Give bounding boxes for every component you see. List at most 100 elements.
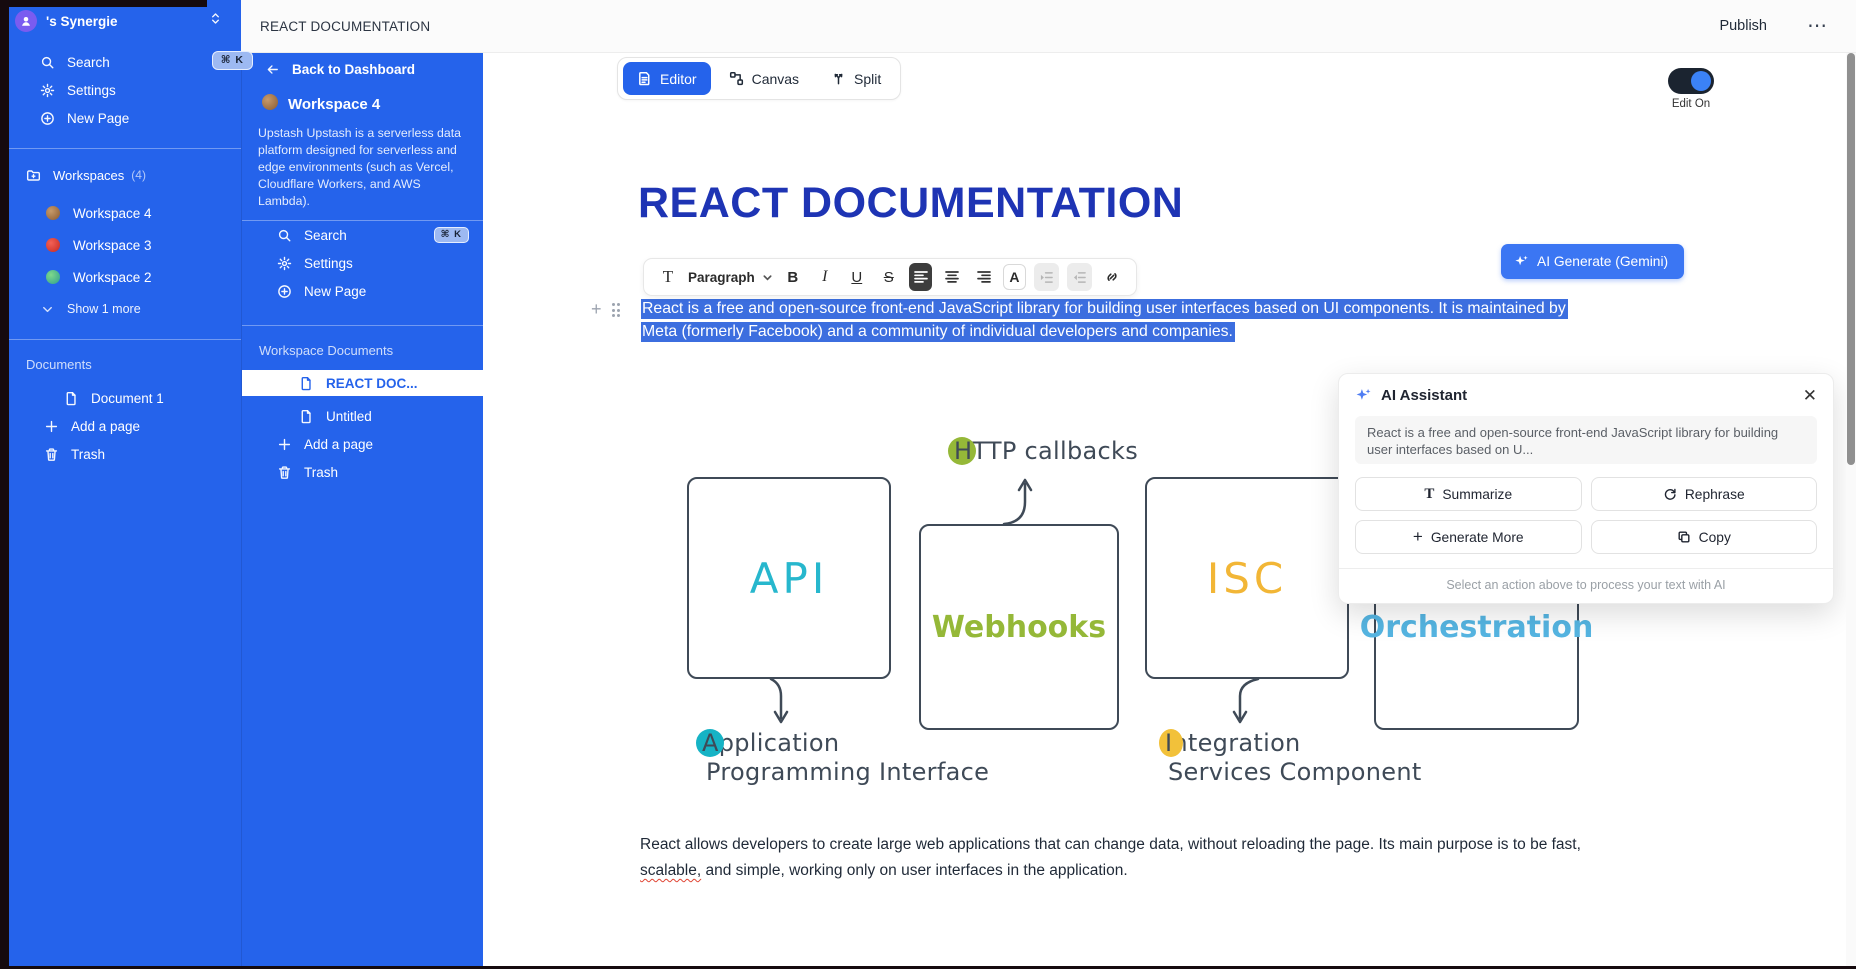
file-icon [298,408,314,424]
align-center-button[interactable] [940,263,964,291]
search-label: Search [304,227,347,243]
workspace-name: Workspace 4 [288,95,381,113]
settings-label: Settings [304,255,353,271]
back-arrow-icon [264,61,280,77]
edit-mode-label: Edit On [1671,98,1711,110]
rephrase-button[interactable]: Rephrase [1590,477,1817,511]
close-icon[interactable]: ✕ [1802,385,1817,405]
tab-split[interactable]: Split [817,62,895,95]
diagram-box-webhooks: Webhooks [919,524,1119,730]
selected-paragraph[interactable]: React is a free and open-source front-en… [641,297,1771,343]
align-right-button[interactable] [972,263,996,291]
text-color-button[interactable]: A [1003,264,1026,290]
add-page-button[interactable]: Add a page [9,412,241,440]
generate-more-button[interactable]: + Generate More [1355,520,1582,554]
search-shortcut-badge: ⌘ K [211,51,253,70]
sidebar-item-react-doc[interactable]: REACT DOC... [242,370,483,396]
sidebar-item-workspace-3[interactable]: Workspace 3 [9,229,241,261]
ai-assistant-title: AI Assistant [1381,387,1468,404]
drag-handle[interactable] [611,303,620,318]
add-page-label: Add a page [304,436,374,452]
plus-circle-icon [276,283,292,299]
copy-label: Copy [1698,529,1731,545]
add-block-button[interactable]: + [591,299,602,319]
sidebar-item-search[interactable]: Search ⌘ K [242,221,483,249]
diagram-label-api: API [749,553,829,603]
sidebar-item-new-page[interactable]: New Page [9,104,241,132]
divider [9,339,241,340]
workspace-label: Workspace 4 [73,205,152,221]
trash-label: Trash [304,464,339,480]
tab-split-label: Split [854,70,882,87]
tab-editor[interactable]: Editor [623,62,711,95]
workspace-label: Workspace 2 [73,269,152,285]
caption-integration: Integration [1158,729,1301,757]
canvas-nodes-icon [729,71,743,86]
sidebar-item-settings[interactable]: Settings [242,249,483,277]
document-label: REACT DOC... [326,375,418,391]
workspace-switcher[interactable]: 's Synergie [9,8,241,34]
block-type-dropdown[interactable]: Paragraph [688,270,773,285]
ai-assistant-footer: Select an action above to process your t… [1339,568,1833,601]
publish-button[interactable]: Publish [1719,18,1767,34]
edit-mode-toggle[interactable] [1668,68,1714,94]
workspace-documents-header: Workspace Documents [259,342,394,358]
documents-header: Documents [26,356,92,372]
page-title: REACT DOCUMENTATION [638,179,1184,227]
window-frame-bottom [0,966,1856,969]
scrollbar-thumb[interactable] [1847,53,1855,465]
underline-button[interactable]: U [851,268,863,286]
add-page-button[interactable]: Add a page [242,430,483,458]
trash-button[interactable]: Trash [242,458,483,486]
divider [242,325,483,326]
file-icon [298,375,314,391]
sidebar-item-new-page[interactable]: New Page [242,277,483,305]
back-to-dashboard-button[interactable]: Back to Dashboard [242,57,483,81]
tab-canvas[interactable]: Canvas [715,62,813,95]
align-left-button[interactable] [908,263,933,291]
ai-generate-button[interactable]: AI Generate (Gemini) [1501,244,1685,279]
caption-programming-interface: Programming Interface [706,758,990,786]
bold-button[interactable]: B [787,268,799,286]
more-menu-button[interactable]: ⋯ [1807,15,1828,37]
split-icon [834,73,843,85]
ai-generate-label: AI Generate (Gemini) [1537,254,1669,269]
show-more-label: Show 1 more [67,302,141,316]
user-avatar [15,10,37,32]
copy-button[interactable]: Copy [1590,520,1817,554]
summarize-button[interactable]: T Summarize [1355,477,1582,511]
text-type-icon[interactable]: T [662,267,674,286]
gear-icon [276,255,292,271]
caption-application: Application [696,729,840,757]
workspaces-header[interactable]: Workspaces (4) [9,161,241,189]
show-more-button[interactable]: Show 1 more [9,295,241,323]
diagram-box-api: API [687,477,891,679]
indent-increase-button [1033,263,1059,291]
diagram-label-orchestration: Orchestration [1359,609,1594,645]
trash-button[interactable]: Trash [9,440,241,468]
back-label: Back to Dashboard [292,61,416,77]
scrollbar-track[interactable] [1846,53,1856,969]
link-button[interactable] [1100,264,1124,290]
sidebar-item-workspace-4[interactable]: Workspace 4 [9,197,241,229]
workspaces-count: (4) [131,168,146,182]
body-paragraph[interactable]: React allows developers to create large … [640,832,1740,884]
search-shortcut-badge: ⌘ K [433,227,469,243]
sidebar-item-untitled[interactable]: Untitled [242,402,483,430]
sidebar-item-workspace-2[interactable]: Workspace 2 [9,261,241,293]
sidebar-item-document-1[interactable]: Document 1 [9,384,241,412]
sidebar-item-settings[interactable]: Settings [9,76,241,104]
divider [242,220,483,221]
plus-icon [276,436,292,452]
body-paragraph-line1: React allows developers to create large … [640,836,1581,853]
text-icon: T [1424,485,1435,502]
document-icon [639,71,650,86]
sidebar-item-search[interactable]: Search ⌘ K [9,48,253,76]
italic-button[interactable]: I [822,268,828,285]
strikethrough-button[interactable]: S [883,268,894,286]
workspace-sidebar: Back to Dashboard Workspace 4 Upstash Up… [241,53,483,969]
trash-label: Trash [71,446,106,462]
highlighted-text-line2: Meta (formerly Facebook) and a community… [641,322,1235,342]
caption-http-callbacks: HTTP callbacks [947,437,1139,465]
editor-main: Editor Canvas Split Edit On REACT DOCUME… [483,53,1856,969]
